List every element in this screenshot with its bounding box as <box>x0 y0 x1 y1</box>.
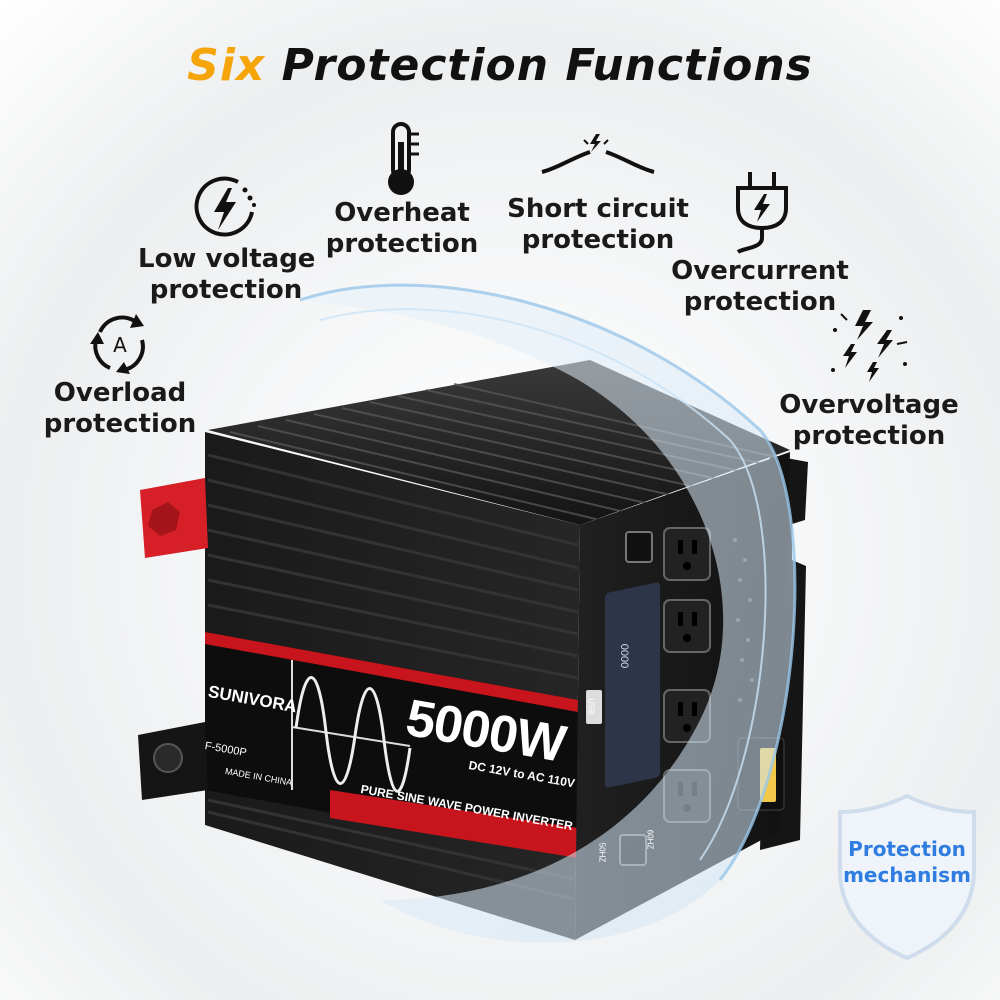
feature-label-line2: protection <box>43 409 197 439</box>
outlet-1 <box>663 527 711 581</box>
feature-label-line1: Overvoltage <box>779 390 959 420</box>
feature-label-line1: Low voltage <box>138 244 316 274</box>
feature-overload: A Overload protection <box>40 310 200 440</box>
badge-line2: mechanism <box>843 863 971 887</box>
plug-lightning-icon <box>736 172 788 254</box>
usb-label: USB <box>586 698 596 715</box>
sine-wave <box>294 676 412 793</box>
feature-label-line2: protection <box>325 229 479 259</box>
feature-overheat: Overheat protection <box>322 122 482 260</box>
outlet-2 <box>663 599 711 653</box>
shield-icon <box>838 793 976 961</box>
feature-label-line2: protection <box>521 225 675 255</box>
usb-port <box>586 690 602 724</box>
freq-label-b: 60HZ <box>645 829 655 850</box>
feature-overvoltage: Overvoltage protection <box>776 300 962 452</box>
svg-text:A: A <box>113 333 127 357</box>
feature-label-line2: protection <box>149 275 303 305</box>
badge-line1: Protection <box>848 837 966 861</box>
display-panel <box>605 582 660 788</box>
display-readout: 0000 <box>618 643 631 669</box>
page-title: Six Protection Functions <box>0 40 1000 91</box>
feature-label-line2: protection <box>792 421 946 451</box>
feature-label-line1: Overload <box>53 378 187 408</box>
title-rest: Protection Functions <box>265 40 813 91</box>
sparks-icon <box>831 310 908 382</box>
lightning-circle-icon <box>194 176 256 237</box>
title-accent: Six <box>187 40 266 91</box>
thermometer-icon <box>388 122 419 195</box>
label-top-stripe <box>205 632 578 712</box>
feature-short-circuit: Short circuit protection <box>500 128 696 256</box>
freq-label-a: 50HZ <box>597 842 607 863</box>
shield-wave <box>300 285 795 943</box>
feature-label-line1: Overheat <box>334 198 470 228</box>
feature-overcurrent: Overcurrent protection <box>670 168 850 318</box>
cycle-a-icon: A <box>90 314 145 374</box>
label-bottom-stripe <box>330 790 578 858</box>
feature-low-voltage: Low voltage protection <box>138 172 316 306</box>
feature-label-line2: protection <box>683 287 837 317</box>
power-switch <box>625 531 653 563</box>
feature-label-line1: Overcurrent <box>671 256 849 286</box>
protection-badge: Protection mechanism <box>832 790 982 962</box>
broken-wire-icon <box>541 134 655 174</box>
feature-label-line1: Short circuit <box>507 194 689 224</box>
